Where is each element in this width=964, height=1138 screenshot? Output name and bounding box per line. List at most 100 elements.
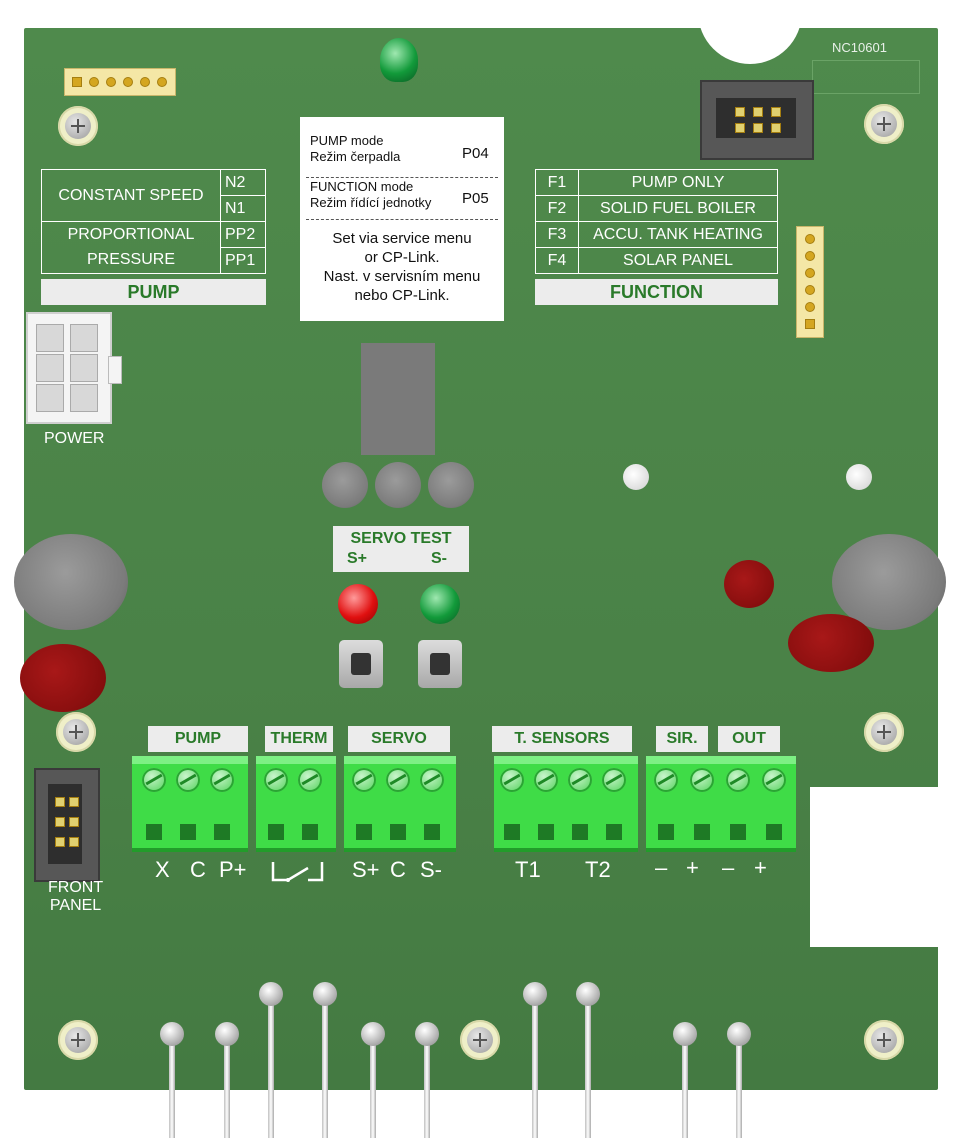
capacitor-red-icon: [788, 614, 874, 672]
mounting-screw-icon: [864, 104, 904, 144]
function-label: SOLID FUEL BOILER: [578, 195, 778, 222]
board-hole: [623, 464, 649, 490]
lead-pin: [268, 994, 274, 1138]
front-panel-label: FRONT PANEL: [48, 879, 103, 915]
lead-pin: [322, 994, 328, 1138]
pump-mode-label: PUMP mode: [310, 133, 384, 148]
pin-header-top: [64, 68, 176, 96]
servo-minus-test-button[interactable]: [415, 637, 465, 691]
relay-component: [361, 343, 435, 455]
function-code: F4: [535, 247, 579, 274]
lead-pin: [169, 1034, 175, 1138]
thermostat-switch-icon: [271, 862, 324, 882]
servo-test-label: SERVO TEST S+ S-: [333, 526, 469, 572]
capacitor-red-icon: [724, 560, 774, 608]
mounting-screw-icon: [58, 106, 98, 146]
capacitor-red-icon: [20, 644, 106, 712]
pump-mode-table: CONSTANT SPEED N2 N1 PROPORTIONAL PP2 PR…: [41, 169, 266, 274]
wire-label-s-minus: S-: [420, 857, 442, 882]
front-panel-connector: [34, 768, 100, 882]
pressure-label: PRESSURE: [41, 247, 221, 274]
transformer-icon: [14, 534, 128, 630]
status-led-icon: [380, 38, 418, 82]
pump-mode-label-cz: Režim čerpadla: [310, 149, 401, 164]
lead-pin: [370, 1034, 376, 1138]
lead-pin: [682, 1034, 688, 1138]
capacitor-icon: [322, 462, 368, 508]
lead-pin-head: [673, 1022, 697, 1046]
servo-test-s-plus: S+: [347, 550, 368, 567]
terminal-group-servo: SERVO: [348, 726, 450, 752]
servo-test-title: SERVO TEST: [350, 530, 452, 547]
lead-pin: [224, 1034, 230, 1138]
function-label: SOLAR PANEL: [578, 247, 778, 274]
terminal-group-t-sensors: T. SENSORS: [492, 726, 632, 752]
service-note-1: Set via service menu: [332, 230, 472, 247]
function-label: PUMP ONLY: [578, 169, 778, 196]
wire-label-minus: –: [722, 855, 735, 880]
function-table-title: FUNCTION: [535, 279, 778, 305]
lead-pin-head: [415, 1022, 439, 1046]
lead-pin-head: [313, 982, 337, 1006]
board-notch: [810, 787, 964, 947]
wire-label-x: X: [155, 857, 170, 882]
pump-mode-pp2: PP2: [220, 221, 266, 248]
mounting-screw-icon: [58, 1020, 98, 1060]
wire-label-c: C: [390, 857, 406, 882]
programming-connector: [700, 80, 814, 160]
wire-label-p-plus: P+: [219, 857, 247, 882]
servo-plus-test-button[interactable]: [336, 637, 386, 691]
wire-label-minus: –: [655, 855, 668, 880]
mounting-screw-icon: [56, 712, 96, 752]
capacitor-icon: [375, 462, 421, 508]
lead-pin: [532, 994, 538, 1138]
mounting-screw-icon: [460, 1020, 500, 1060]
power-connector-latch: [108, 356, 122, 384]
pump-mode-code: P04: [462, 145, 489, 162]
pump-mode-pp1: PP1: [220, 247, 266, 274]
constant-speed-label: CONSTANT SPEED: [41, 169, 221, 222]
pump-terminal-block[interactable]: [132, 756, 248, 852]
board-id-label: NC10601: [832, 40, 887, 55]
wire-label-s-plus: S+: [352, 857, 380, 882]
board-hole: [846, 464, 872, 490]
servo-plus-led-icon: [338, 584, 378, 624]
function-code: F2: [535, 195, 579, 222]
pump-mode-n1: N1: [220, 195, 266, 222]
front-panel-line1: FRONT: [48, 879, 104, 896]
t-sensors-terminal-block[interactable]: [494, 756, 638, 852]
servo-terminal-block[interactable]: [344, 756, 456, 852]
therm-terminal-block[interactable]: [256, 756, 336, 852]
proportional-label: PROPORTIONAL: [41, 221, 221, 248]
power-label: POWER: [44, 430, 105, 447]
terminal-group-out: OUT: [718, 726, 780, 752]
lead-pin-head: [215, 1022, 239, 1046]
terminal-group-sir: SIR.: [656, 726, 708, 752]
servo-minus-led-icon: [420, 584, 460, 624]
wire-label-plus: +: [754, 855, 767, 880]
lead-pin-head: [727, 1022, 751, 1046]
lead-pin-head: [259, 982, 283, 1006]
service-note-3: Nast. v servisním menu: [323, 268, 481, 285]
lead-pin: [585, 994, 591, 1138]
function-mode-label-cz: Režim řídící jednotky: [310, 195, 432, 210]
function-code: F3: [535, 221, 579, 248]
lead-pin-head: [160, 1022, 184, 1046]
function-code: F1: [535, 169, 579, 196]
front-panel-line2: PANEL: [49, 897, 102, 914]
pump-mode-n2: N2: [220, 169, 266, 196]
lead-pin: [424, 1034, 430, 1138]
lead-pin: [736, 1034, 742, 1138]
sir-out-terminal-block[interactable]: [646, 756, 796, 852]
lead-pin-head: [576, 982, 600, 1006]
wire-label-plus: +: [686, 855, 699, 880]
pump-table-title: PUMP: [41, 279, 266, 305]
terminal-group-therm: THERM: [265, 726, 333, 752]
mounting-screw-icon: [864, 712, 904, 752]
wire-label-t2: T2: [585, 857, 611, 882]
function-mode-code: P05: [462, 190, 489, 207]
mode-info-box: PUMP mode Režim čerpadla P04 FUNCTION mo…: [300, 117, 504, 321]
function-label: ACCU. TANK HEATING: [578, 221, 778, 248]
pin-header-right: [796, 226, 824, 338]
